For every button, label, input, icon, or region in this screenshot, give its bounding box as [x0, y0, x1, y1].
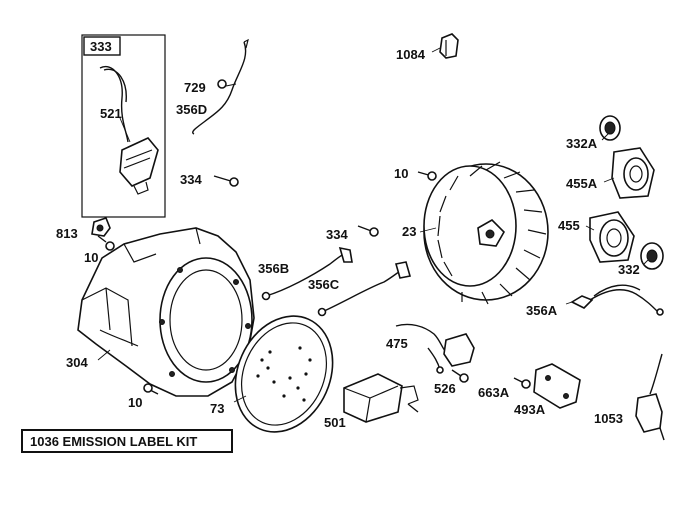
callout-1084: 1084 — [396, 47, 426, 62]
screw-334-mid — [357, 225, 379, 237]
callout-475: 475 — [386, 336, 408, 351]
part-1053 — [635, 353, 665, 441]
callout-10-left: 10 — [84, 250, 98, 265]
part-475 — [395, 323, 475, 374]
ground-wire-356c — [317, 261, 412, 317]
callout-526: 526 — [434, 381, 456, 396]
callout-332a: 332A — [566, 136, 598, 151]
callout-356d: 356D — [176, 102, 207, 117]
callout-334-mid: 334 — [326, 227, 348, 242]
nut-332a — [599, 115, 621, 141]
starter-cup-455a — [611, 147, 655, 199]
callout-10-top: 10 — [394, 166, 408, 181]
callout-332: 332 — [618, 262, 640, 277]
module-501 — [343, 373, 419, 423]
part-813 — [91, 217, 111, 237]
wire-356a — [570, 284, 664, 316]
callout-73: 73 — [210, 401, 224, 416]
callout-1053: 1053 — [594, 411, 623, 426]
leader-lines — [97, 47, 649, 403]
emission-label-kit-text: 1036 EMISSION LABEL KIT — [30, 434, 197, 449]
screw-10-bottom — [143, 383, 159, 395]
callout-729: 729 — [184, 80, 206, 95]
callout-304: 304 — [66, 355, 88, 370]
screw-334-top — [213, 175, 239, 187]
screw-10-left — [97, 235, 115, 251]
callout-334-top: 334 — [180, 172, 202, 187]
screw-526 — [451, 369, 469, 383]
blower-housing-304 — [77, 227, 255, 397]
callout-493a: 493A — [514, 402, 546, 417]
screw-10-top — [417, 171, 437, 181]
callout-813: 813 — [56, 226, 78, 241]
armature-kit-box — [81, 34, 166, 218]
callout-356c: 356C — [308, 277, 340, 292]
rotating-screen-73 — [234, 315, 334, 433]
screw-663a — [513, 377, 531, 389]
callout-356b: 356B — [258, 261, 289, 276]
ground-wire-356b — [261, 246, 353, 301]
spark-plug-wire-356d — [192, 38, 249, 135]
callout-23: 23 — [402, 224, 416, 239]
nut-332 — [640, 242, 664, 270]
callout-455: 455 — [558, 218, 580, 233]
callout-labels: 333 521 729 356D 1084 332A 455A 455 332 … — [56, 39, 640, 430]
starter-cup-455 — [589, 211, 635, 263]
callout-501: 501 — [324, 415, 346, 430]
plate-493a — [533, 363, 581, 409]
callout-10-bottom: 10 — [128, 395, 142, 410]
flywheel-23 — [423, 161, 549, 305]
callout-663a: 663A — [478, 385, 510, 400]
callout-455a: 455A — [566, 176, 598, 191]
emission-label-kit-box: 1036 EMISSION LABEL KIT — [21, 429, 233, 453]
callout-356a: 356A — [526, 303, 558, 318]
callout-521: 521 — [100, 106, 122, 121]
part-1084 — [439, 33, 459, 59]
callout-333: 333 — [90, 39, 112, 54]
